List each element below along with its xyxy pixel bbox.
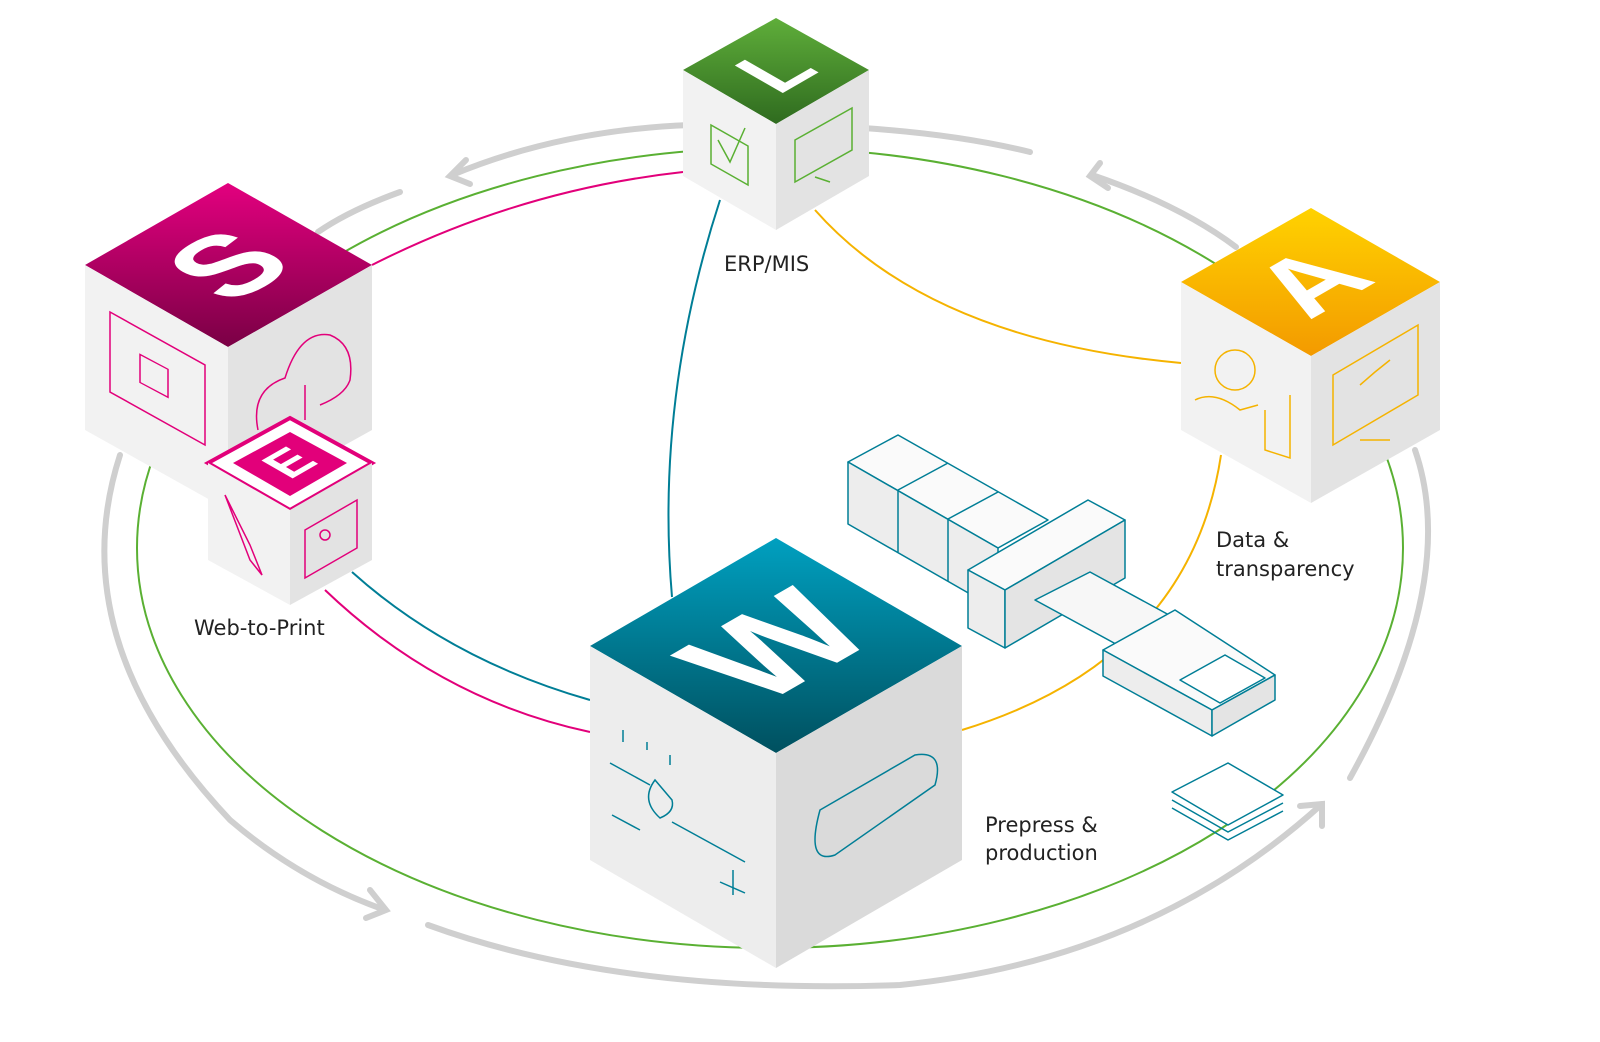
- connections: [324, 171, 1222, 733]
- user-chart-icon: [1194, 349, 1291, 460]
- image-icon: [304, 498, 358, 580]
- module-cube-e[interactable]: E: [203, 415, 377, 605]
- cloud-upload-icon: [255, 333, 352, 431]
- printer-illustration: [847, 434, 1284, 841]
- brush-icon: [224, 494, 263, 576]
- label-prepress: Prepress &: [985, 813, 1098, 837]
- label-production: production: [985, 841, 1098, 865]
- toggle-switch-icon: [814, 753, 939, 858]
- label-data: Data &: [1216, 528, 1289, 552]
- module-cube-w[interactable]: W: [590, 538, 962, 968]
- checkbox-icon: [710, 123, 749, 187]
- analytics-monitor-icon: [1332, 323, 1419, 447]
- label-erp-mis: ERP/MIS: [724, 252, 809, 276]
- label-web-to-print: Web-to-Print: [194, 616, 325, 640]
- label-transparency: transparency: [1216, 557, 1355, 581]
- monitor-icon: [794, 106, 853, 184]
- shop-monitor-icon: [109, 310, 206, 447]
- slider-dial-icon: [609, 730, 746, 895]
- module-cube-a[interactable]: A: [1181, 208, 1440, 503]
- module-cube-l[interactable]: L: [683, 18, 869, 230]
